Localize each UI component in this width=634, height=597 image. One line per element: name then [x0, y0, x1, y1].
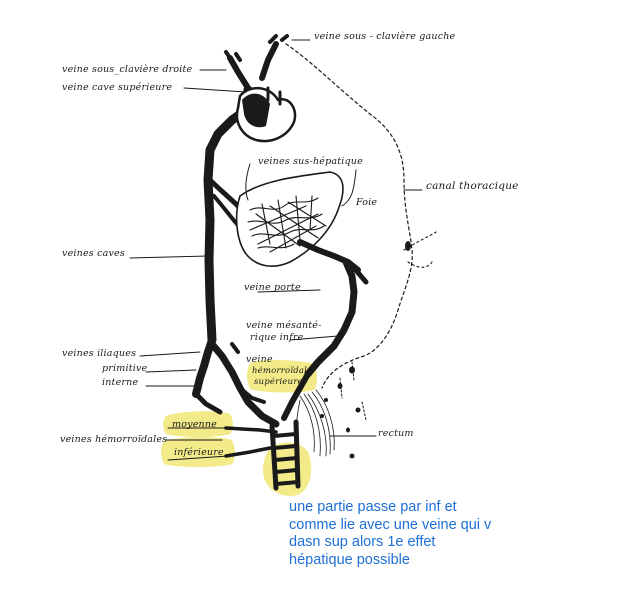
label-iliac-veins: veines iliaques [62, 348, 137, 359]
label-superior-vena-cava: veine cave supérieure [62, 82, 173, 93]
label-mesenteric-vein-line1: veine mésanté- [246, 320, 322, 331]
label-hepatic-veins: veines sus-hépatique [258, 156, 363, 167]
label-vein: veine [246, 354, 273, 365]
label-superior-rectal-line2: supérieure [254, 377, 303, 387]
label-right-subclavian-vein: veine sous_clavière droite [62, 64, 193, 75]
label-mesenteric-vein-line2: rique infre [250, 332, 304, 343]
handwritten-note: une partie passe par inf et comme lie av… [289, 499, 529, 569]
note-line: comme lie avec une veine qui v [289, 516, 492, 533]
vessels [129, 34, 437, 491]
note-line: une partie passe par inf et [289, 499, 457, 515]
label-internal: interne [102, 377, 139, 388]
label-left-subclavian-vein: veine sous - clavière gauche [314, 31, 456, 42]
label-venae-cavae: veines caves [62, 248, 125, 259]
label-primitive: primitive [102, 363, 148, 374]
note-line: dasn sup alors 1e effet [289, 534, 436, 550]
label-inferior: inférieure [174, 447, 224, 458]
label-rectal-veins: veines hémorroïdales [60, 434, 168, 445]
liver-vessel-network [247, 195, 327, 253]
label-thoracic-duct: canal thoracique [426, 180, 519, 192]
label-superior-rectal-line1: hémorroïdale [252, 366, 313, 376]
label-liver: Foie [356, 197, 378, 208]
label-middle: moyenne [172, 419, 217, 430]
label-rectum: rectum [378, 428, 414, 439]
leader-lines [129, 39, 423, 461]
note-line: hépatique possible [289, 551, 410, 568]
label-portal-vein: veine porte [244, 282, 301, 293]
